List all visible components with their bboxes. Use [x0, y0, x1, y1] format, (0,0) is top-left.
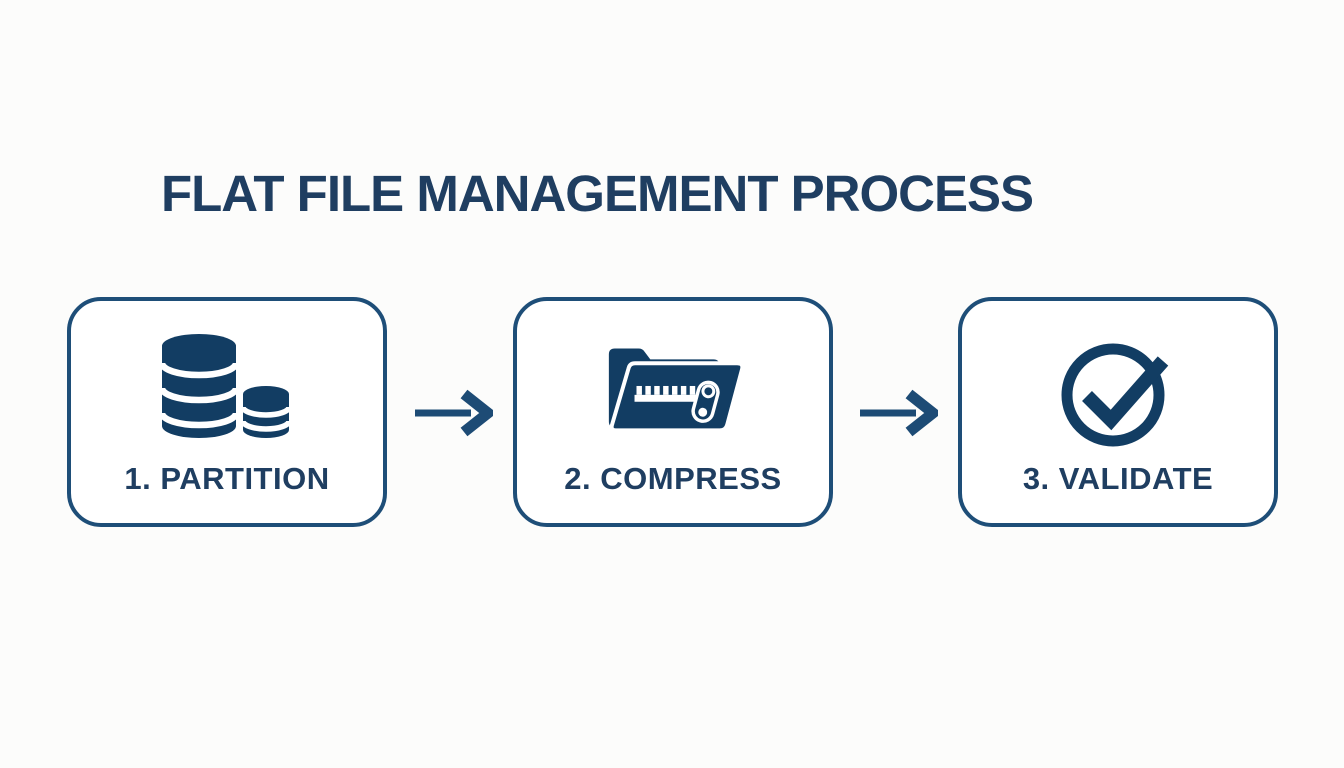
step-label-validate: 3. VALIDATE	[1022, 461, 1214, 496]
arrow-right-icon	[858, 389, 942, 442]
database-partition-icon	[71, 334, 383, 440]
step-card-compress: 2. COMPRESS	[513, 297, 833, 527]
step-label-compress: 2. COMPRESS	[564, 461, 782, 496]
step-card-validate: 3. VALIDATE	[958, 297, 1278, 527]
arrow-right-icon	[413, 389, 497, 442]
step-card-partition: 1. PARTITION	[67, 297, 387, 527]
zip-folder-icon	[517, 334, 829, 434]
page-title: FLAT FILE MANAGEMENT PROCESS	[161, 165, 1034, 222]
check-circle-icon	[962, 334, 1274, 452]
step-label-partition: 1. PARTITION	[124, 461, 330, 496]
